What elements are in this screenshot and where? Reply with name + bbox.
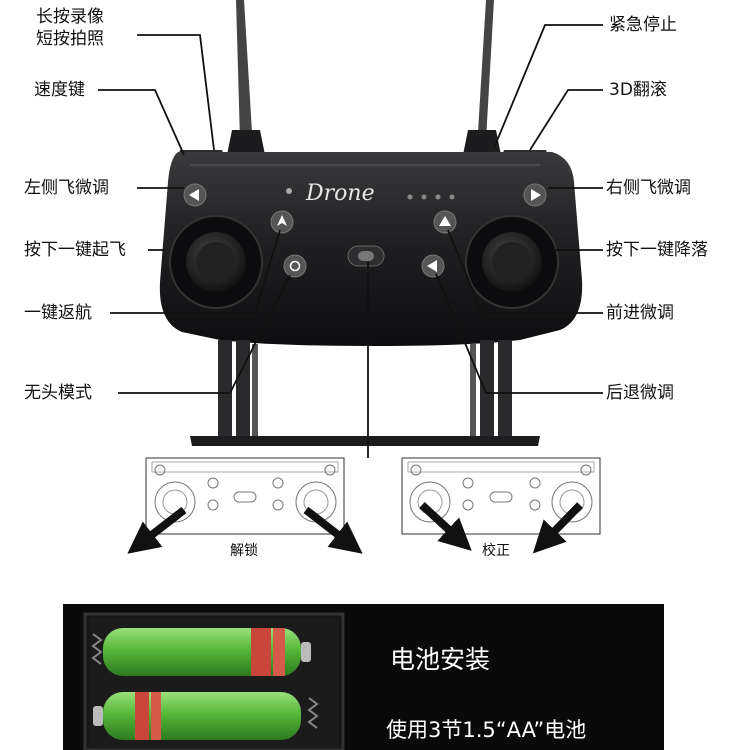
label-backward-trim: 后退微调 bbox=[606, 383, 674, 403]
brand-logo: Drone bbox=[305, 181, 375, 206]
headless-button[interactable] bbox=[283, 254, 307, 278]
left-trim-button[interactable] bbox=[183, 183, 207, 207]
unlock-diagram bbox=[127, 457, 363, 554]
right-joystick[interactable] bbox=[465, 215, 559, 309]
power-switch[interactable] bbox=[347, 245, 385, 267]
indicator-dots bbox=[407, 194, 455, 200]
battery-panel bbox=[63, 604, 664, 750]
caption-calibrate: 校正 bbox=[482, 543, 510, 559]
label-takeoff: 按下一键起飞 bbox=[24, 240, 126, 260]
label-record-photo: 长按录像 短按拍照 bbox=[36, 7, 104, 49]
backward-trim-button[interactable] bbox=[421, 254, 445, 278]
right-trim-button[interactable] bbox=[523, 183, 547, 207]
label-right-trim: 右侧飞微调 bbox=[606, 178, 691, 198]
battery-note: 使用3节1.5“AA”电池 bbox=[386, 718, 587, 742]
label-landing: 按下一键降落 bbox=[606, 240, 708, 260]
antennas bbox=[226, 0, 502, 160]
caption-unlock: 解锁 bbox=[230, 543, 258, 559]
label-return-home: 一键返航 bbox=[24, 303, 92, 323]
label-3d-flip: 3D翻滚 bbox=[609, 80, 667, 100]
calibrate-diagram bbox=[401, 457, 601, 554]
leader-lines bbox=[98, 24, 603, 458]
battery-illustration bbox=[63, 604, 664, 750]
battery-title: 电池安装 bbox=[390, 645, 491, 674]
label-emergency-stop: 紧急停止 bbox=[609, 15, 677, 35]
takeoff-button[interactable] bbox=[270, 210, 294, 234]
label-forward-trim: 前进微调 bbox=[606, 303, 674, 323]
forward-trim-button[interactable] bbox=[433, 210, 457, 234]
label-headless: 无头模式 bbox=[24, 383, 92, 403]
label-left-trim: 左侧飞微调 bbox=[24, 178, 109, 198]
phone-holder bbox=[190, 340, 540, 446]
left-joystick[interactable] bbox=[169, 215, 263, 309]
label-speed: 速度键 bbox=[34, 80, 85, 100]
